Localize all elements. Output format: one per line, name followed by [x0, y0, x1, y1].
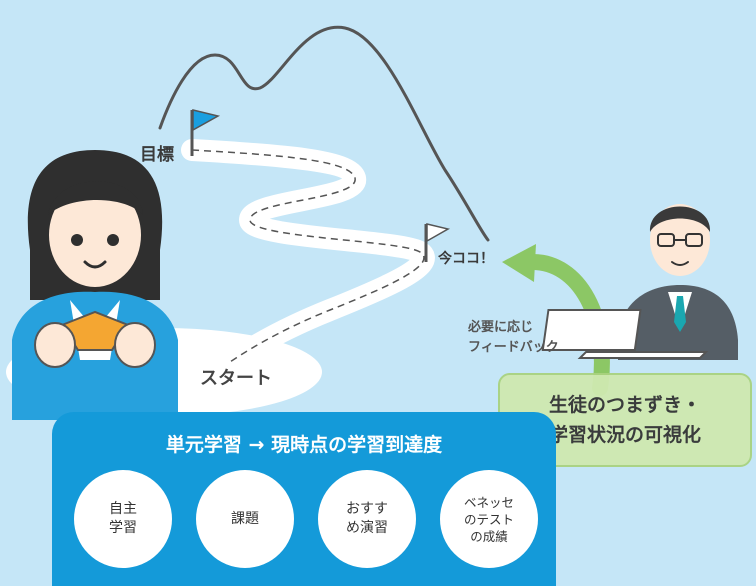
item-recommended-practice-line2: め演習: [346, 520, 388, 536]
road: [181, 139, 435, 373]
current-flag-icon: [426, 223, 451, 243]
visualization-line2: 学習状況の可視化: [548, 424, 701, 446]
goal-label: 目標: [140, 145, 174, 165]
item-self-study-line2: 学習: [109, 520, 137, 536]
student-figure: [12, 150, 178, 420]
feedback-arrow: [522, 254, 610, 396]
start-label: スタート: [200, 368, 272, 389]
feedback-label-line2: フィードバック: [468, 340, 559, 355]
item-assignment: 課題: [196, 470, 294, 568]
feedback-arrow-head-icon: [502, 244, 536, 282]
item-benesse-test-line1: ベネッセ: [463, 494, 514, 510]
visualization-line1: 生徒のつまずき・: [548, 394, 701, 416]
unit-panel-title: 単元学習 → 現時点の学習到達度: [165, 434, 443, 456]
road-dashes: [191, 149, 425, 363]
item-benesse-test: ベネッセ のテスト の成績: [440, 470, 538, 568]
unit-learning-panel: 単元学習 → 現時点の学習到達度 自主 学習 課題 おすす め演習 ベネッセ の…: [52, 412, 556, 586]
mountain-outline: [158, 25, 490, 242]
item-assignment-line1: 課題: [231, 510, 259, 527]
item-self-study-line1: 自主: [109, 501, 137, 517]
feedback-label: 必要に応じ フィードバック: [468, 318, 559, 358]
current-position-label: 今ココ！: [438, 251, 494, 267]
item-benesse-test-line3: の成績: [470, 528, 508, 544]
item-recommended-practice: おすす め演習: [318, 470, 416, 568]
item-benesse-test-line2: のテスト: [463, 511, 514, 527]
goal-flag-icon: [192, 109, 221, 132]
feedback-label-line1: 必要に応じ: [468, 320, 534, 335]
teacher-figure: [541, 204, 738, 360]
item-recommended-practice-line1: おすす: [346, 501, 388, 517]
item-self-study: 自主 学習: [74, 470, 172, 568]
